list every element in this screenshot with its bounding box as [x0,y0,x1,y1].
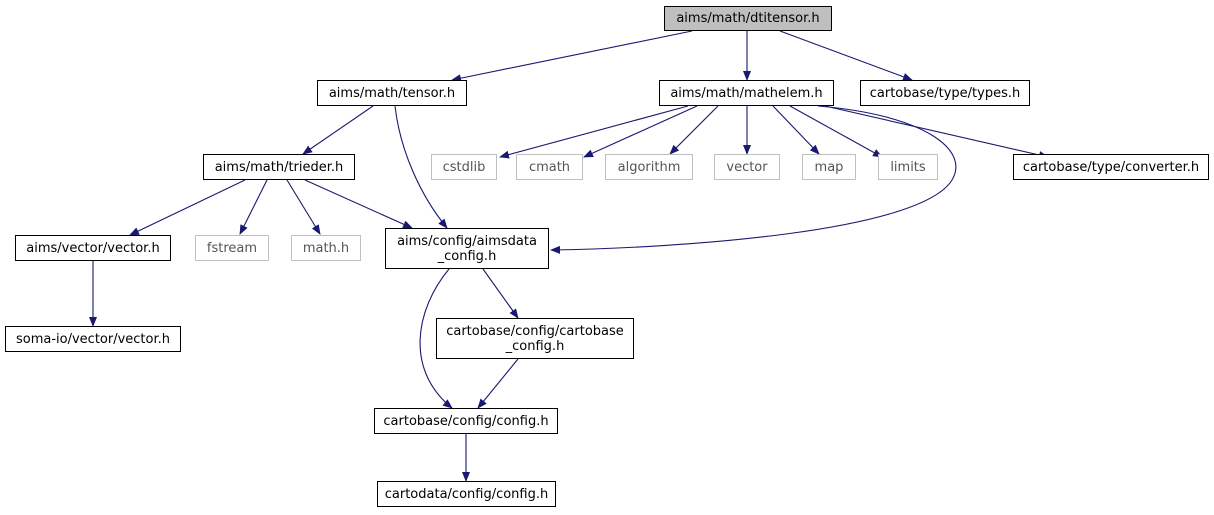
node-dtitensor[interactable]: aims/math/dtitensor.h [664,6,832,31]
node-somaio-vector[interactable]: soma-io/vector/vector.h [5,326,181,352]
node-trieder[interactable]: aims/math/trieder.h [203,154,355,180]
edge-mathelem-cstdlib [499,105,689,159]
edge-tensor-aimsdata-config [394,105,448,229]
node-converter[interactable]: cartobase/type/converter.h [1013,154,1209,180]
edge-trieder-aimsdata-config [304,179,413,229]
edge-mathelem-converter [824,105,1049,159]
node-aimsdata-config[interactable]: aims/config/aimsdata _config.h [385,228,549,269]
edge-trieder-fstream [239,179,268,235]
edge-trieder-mathh [286,179,321,235]
edge-aimsdata-config-config [419,268,453,409]
node-limits[interactable]: limits [878,154,938,180]
edge-mathelem-limits [789,105,883,158]
node-cstdlib[interactable]: cstdlib [431,154,497,180]
edge-mathelem-cmath [583,105,698,158]
node-fstream[interactable]: fstream [195,235,269,261]
edge-mathelem-aimsdata-config [550,105,957,254]
node-mathelem[interactable]: aims/math/mathelem.h [659,80,834,106]
edge-cartobase-config-config [477,358,519,409]
edge-trieder-aimsvector [129,179,246,236]
edge-mathelem-algorithm [669,105,719,155]
node-types[interactable]: cartobase/type/types.h [860,80,1030,106]
node-tensor[interactable]: aims/math/tensor.h [317,80,467,106]
node-cartobase-config[interactable]: cartobase/config/cartobase _config.h [436,318,634,359]
edge-dtitensor-tensor [451,30,693,83]
node-math-h[interactable]: math.h [291,235,361,261]
edge-tensor-trieder [302,105,374,155]
node-config[interactable]: cartobase/config/config.h [374,408,558,434]
node-map[interactable]: map [802,154,856,180]
node-cartodata-config[interactable]: cartodata/config/config.h [377,481,556,507]
edge-dtitensor-types [779,30,913,81]
edge-aimsdata-config-cartobase-config [482,268,519,319]
edge-mathelem-map [772,105,820,155]
node-vector[interactable]: vector [714,154,780,180]
node-algorithm[interactable]: algorithm [605,154,693,180]
node-aims-vector[interactable]: aims/vector/vector.h [15,235,171,261]
node-cmath[interactable]: cmath [516,154,583,180]
